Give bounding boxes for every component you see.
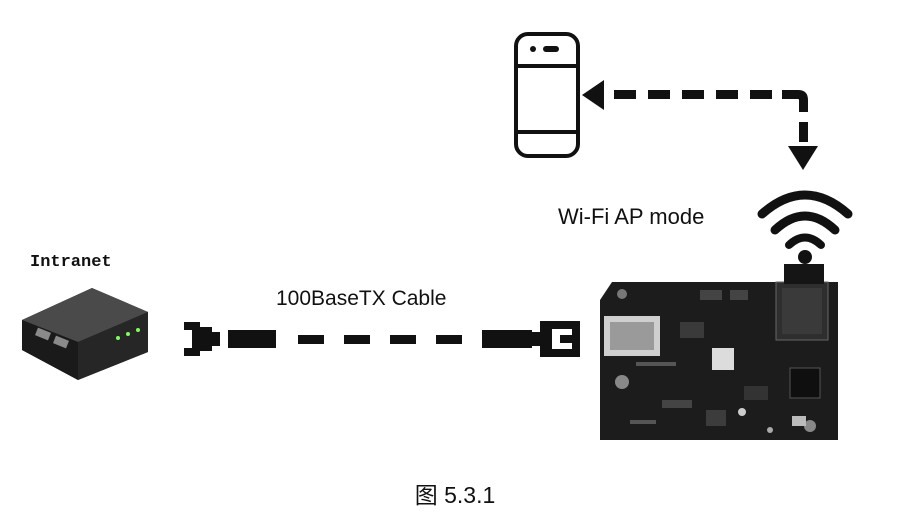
ethernet-board-icon	[600, 264, 838, 440]
rj45-plug-left	[184, 322, 276, 356]
wifi-link-arrow	[582, 80, 818, 170]
router-icon	[22, 288, 148, 380]
intranet-label: Intranet	[30, 253, 112, 272]
wifi-mode-label: Wi-Fi AP mode	[558, 204, 705, 229]
cable-line	[298, 335, 462, 344]
smartphone-icon	[514, 32, 580, 158]
rj45-plug-right	[482, 321, 580, 357]
figure-caption: 图 5.3.1	[414, 482, 496, 508]
cable-label: 100BaseTX Cable	[276, 287, 447, 310]
wifi-icon	[757, 190, 853, 264]
